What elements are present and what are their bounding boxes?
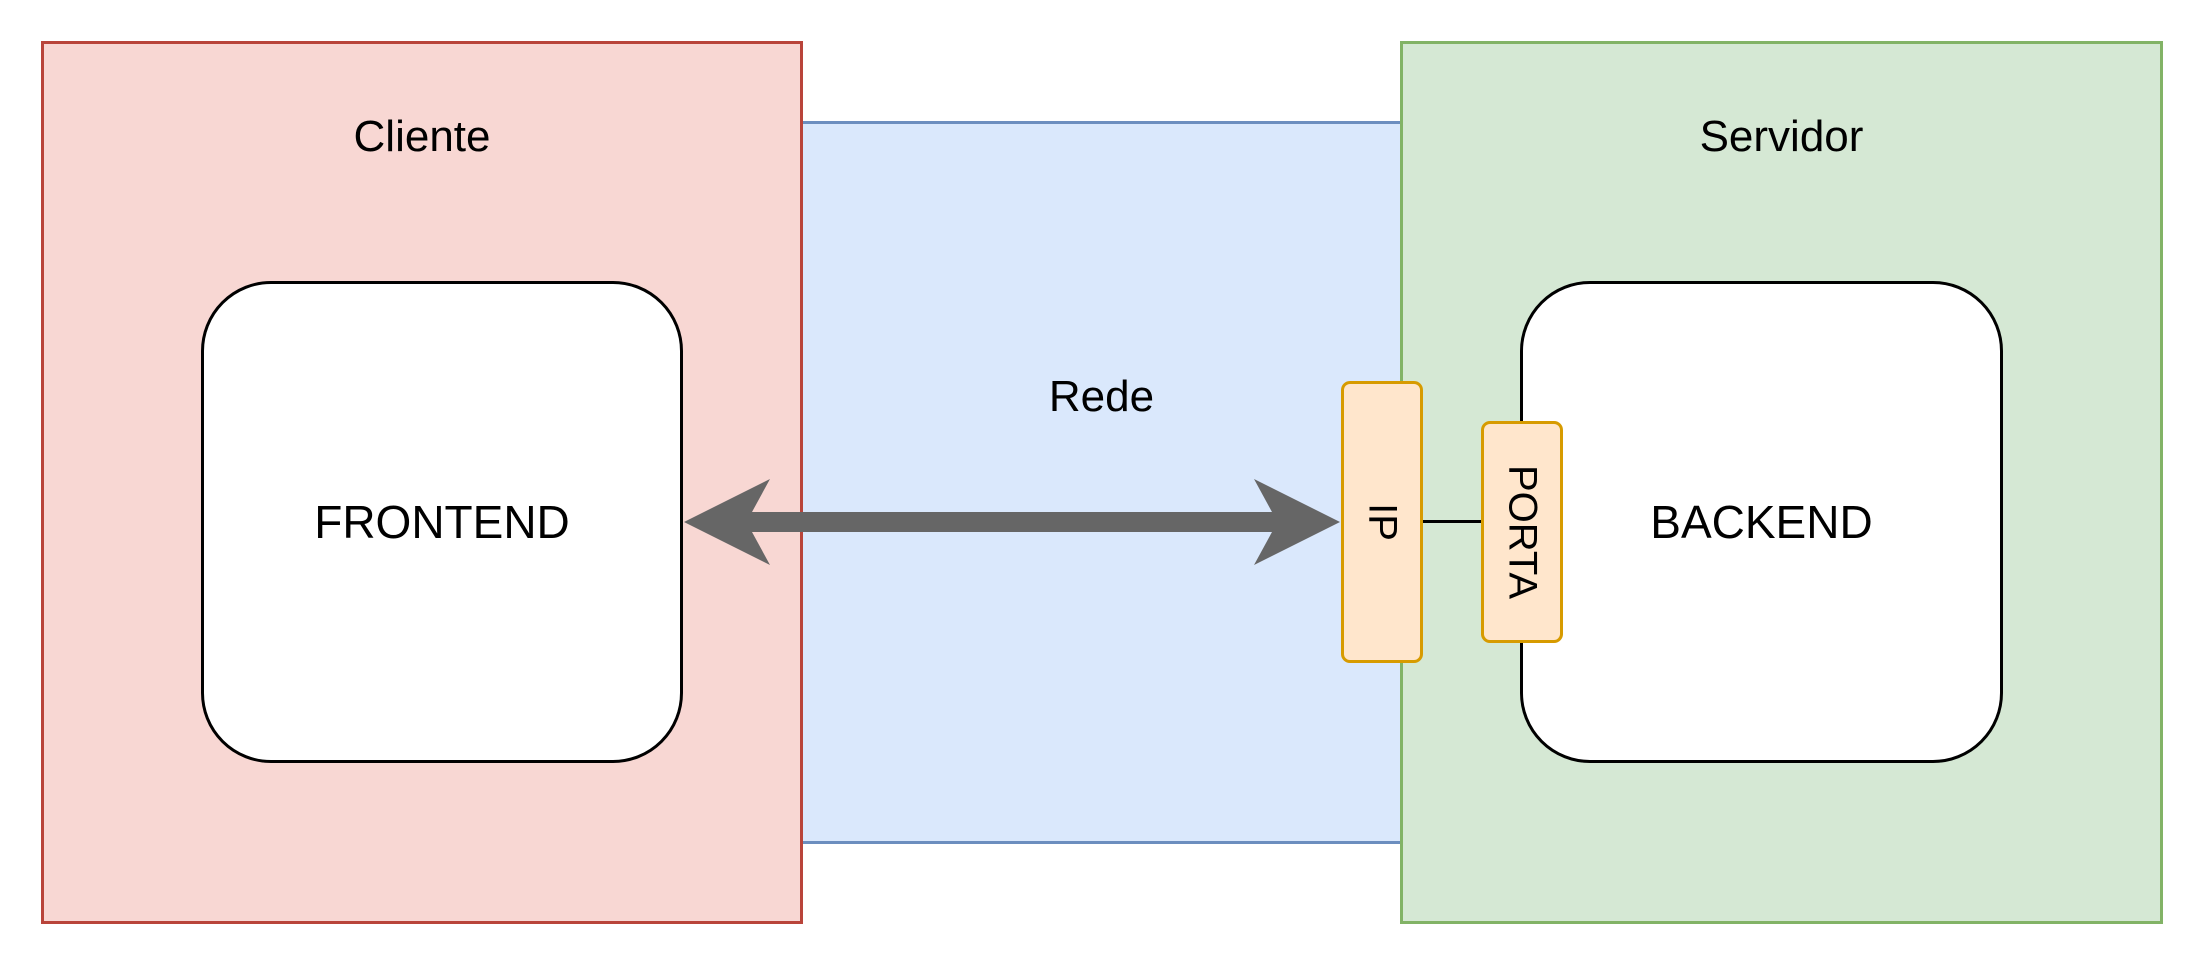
frontend-label: FRONTEND xyxy=(314,496,570,548)
network-title: Rede xyxy=(1048,372,1155,421)
arrow-shape xyxy=(684,479,1340,565)
ip-port-connector xyxy=(1422,520,1482,523)
client-title: Cliente xyxy=(353,112,491,161)
server-title: Servidor xyxy=(1699,112,1864,161)
frontend-node: FRONTEND xyxy=(201,281,683,763)
ip-tag: IP xyxy=(1341,381,1423,663)
network-region xyxy=(800,121,1403,844)
backend-label: BACKEND xyxy=(1650,496,1873,548)
port-tag: PORTA xyxy=(1481,421,1563,643)
